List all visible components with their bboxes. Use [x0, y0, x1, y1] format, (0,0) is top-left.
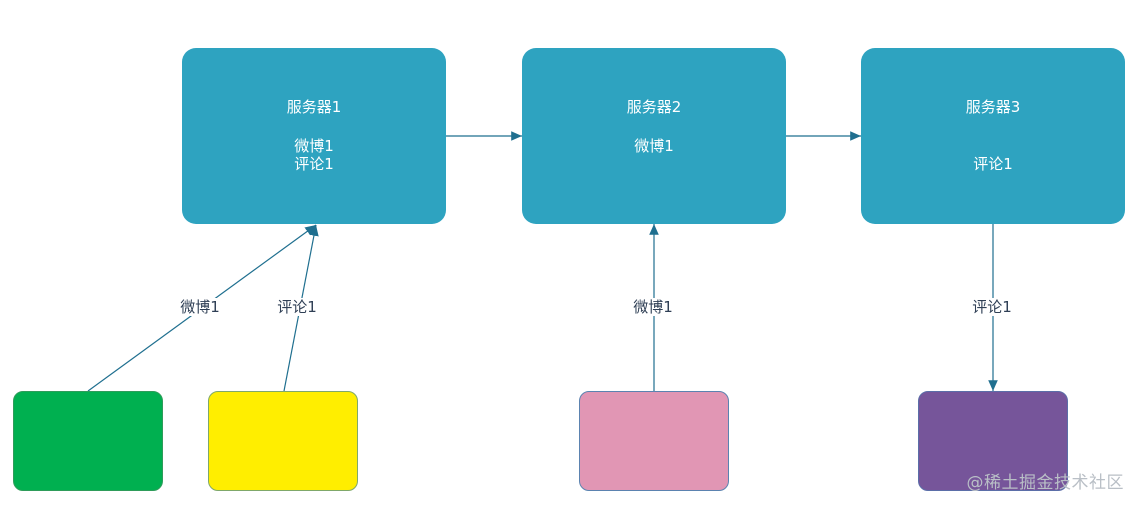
client-purple-box — [918, 391, 1068, 491]
server-3-title: 服务器3 — [965, 98, 1021, 116]
server-2-box: 服务器2 微博1 — [522, 48, 786, 224]
client-yellow-box — [208, 391, 358, 491]
server-1-box: 服务器1 微博1 评论1 — [182, 48, 446, 224]
server-1-line-2: 评论1 — [294, 155, 334, 173]
edge-label-purple-comment: 评论1 — [970, 298, 1014, 316]
client-green-box — [13, 391, 163, 491]
server-2-title: 服务器2 — [626, 98, 682, 116]
client-pink-box — [579, 391, 729, 491]
server-1-line-1: 微博1 — [294, 137, 334, 155]
watermark-text: @稀土掘金技术社区 — [966, 473, 1124, 493]
server-3-box: 服务器3 评论1 — [861, 48, 1125, 224]
edge-label-yellow-comment: 评论1 — [275, 298, 319, 316]
edge-label-pink-weibo: 微博1 — [631, 298, 675, 316]
server-3-line-1: 评论1 — [973, 155, 1013, 173]
server-2-line-1: 微博1 — [634, 137, 674, 155]
edge-label-green-weibo: 微博1 — [178, 298, 222, 316]
server-1-title: 服务器1 — [286, 98, 342, 116]
